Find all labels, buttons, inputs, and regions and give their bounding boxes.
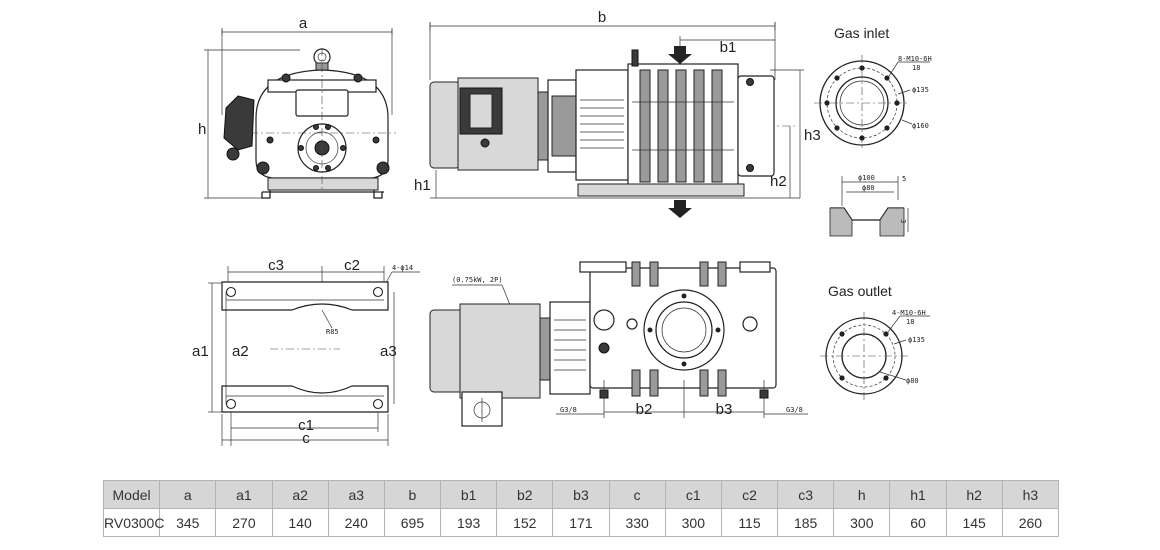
dim-a1-label: a1 [192,343,209,360]
base-view: c3 c2 4-ϕ14 R85 a1 a2 a3 c1 c [192,257,420,447]
spec-value-row: RV0300C 345 270 140 240 695 193 152 171 … [102,508,1060,537]
value-cell: 152 [496,508,554,537]
technical-drawing: a h b b [192,9,932,447]
header-cell: Model [102,480,161,509]
header-cell: b [383,480,442,509]
value-cell: 270 [215,508,273,537]
value-cell: RV0300C [102,508,164,537]
header-cell: c1 [664,480,722,509]
dim-b-label: b [598,9,606,26]
terminal-box [223,95,255,151]
header-cell: h1 [889,480,947,509]
header-cell: a [159,480,217,509]
header-cell: h2 [945,480,1003,509]
dim-c3-label: c3 [268,257,284,274]
dimension-spec-table: Model a a1 a2 a3 b b1 b2 b3 c c1 c2 c3 h… [102,480,1060,537]
outlet-id: ϕ80 [906,377,919,385]
dim-h2-label: h2 [770,173,787,190]
base-plate [577,183,745,197]
dim-b2-label: b2 [636,401,653,418]
gas-outlet-detail: Gas outlet 4-M10-6H 18 ϕ135 ϕ80 [820,283,930,400]
front-view: a h [198,15,396,199]
outlet-flow-arrow [668,200,692,218]
dim-h3-label: h3 [804,127,821,144]
inlet-section-t2: 3 [899,219,907,223]
value-cell: 145 [945,508,1003,537]
value-cell: 260 [1001,508,1060,537]
end-cover [737,75,775,177]
value-cell: 193 [440,508,498,537]
side-view: b b1 h1 h2 h3 [414,9,821,218]
header-cell: c2 [720,480,779,509]
value-cell: 60 [889,508,947,537]
radius-label: R85 [326,328,339,336]
header-cell: h [833,480,891,509]
header-cell: b1 [440,480,498,509]
top-view: (0.75kW, 2P) [429,261,808,427]
value-cell: 300 [664,508,722,537]
value-cell: 330 [608,508,666,537]
port-left-label: G3/8 [560,406,577,414]
value-cell: 695 [383,508,442,537]
dim-a-label: a [299,15,308,32]
header-cell: b2 [496,480,554,509]
dim-c1-label: c1 [298,417,314,434]
motor-fan-cover-top [429,309,465,393]
dim-b3-label: b3 [716,401,733,418]
dim-a3-label: a3 [380,343,397,360]
value-cell: 185 [777,508,835,537]
header-cell: c3 [777,480,835,509]
header-cell: c [608,480,666,509]
inlet-section-d1: ϕ100 [858,174,875,182]
outlet-bolt-spec: 4-M10-6H [892,309,926,317]
inlet-section-t1: 5 [902,175,906,183]
spec-header-row: Model a a1 a2 a3 b b1 b2 b3 c c1 c2 c3 h… [102,480,1060,509]
inlet-section-d2: ϕ80 [862,184,875,192]
dim-h-label: h [198,121,206,138]
port-right-label: G3/8 [786,406,803,414]
header-cell: h3 [1001,480,1060,509]
dim-b1-label: b1 [720,39,737,56]
header-cell: b3 [552,480,610,509]
inlet-od: ϕ160 [912,122,929,130]
dim-a2-label: a2 [232,343,249,360]
inlet-flow-arrow [668,46,692,64]
value-cell: 140 [271,508,329,537]
value-cell: 300 [833,508,891,537]
gas-inlet-detail: Gas inlet 8-M10-6H 18 ϕ135 ϕ160 ϕ100 ϕ80… [814,25,932,237]
dim-h1-label: h1 [414,177,431,194]
base-foot-top [221,281,389,311]
motor-body-top [459,303,541,399]
inlet-bolt-depth: 18 [912,64,920,72]
dim-c-label: c [302,430,310,447]
gas-outlet-title: Gas outlet [828,283,892,299]
value-cell: 240 [327,508,385,537]
gearbox-housing [575,69,629,181]
base-foot-bottom [221,385,389,413]
header-cell: a1 [215,480,273,509]
outlet-pcd: ϕ135 [908,336,925,344]
motor-fan-cover [429,81,461,169]
inlet-bolt-spec: 8-M10-6H [898,55,932,63]
outlet-bolt-depth: 18 [906,318,914,326]
value-cell: 345 [159,508,217,537]
gas-inlet-title: Gas inlet [834,25,889,41]
header-cell: a3 [327,480,385,509]
value-cell: 115 [720,508,779,537]
inlet-pcd: ϕ135 [912,86,929,94]
motor-power-note: (0.75kW, 2P) [452,276,503,284]
value-cell: 171 [552,508,610,537]
header-cell: a2 [271,480,329,509]
bolt-holes-label: 4-ϕ14 [392,264,413,272]
dim-c2-label: c2 [344,257,360,274]
